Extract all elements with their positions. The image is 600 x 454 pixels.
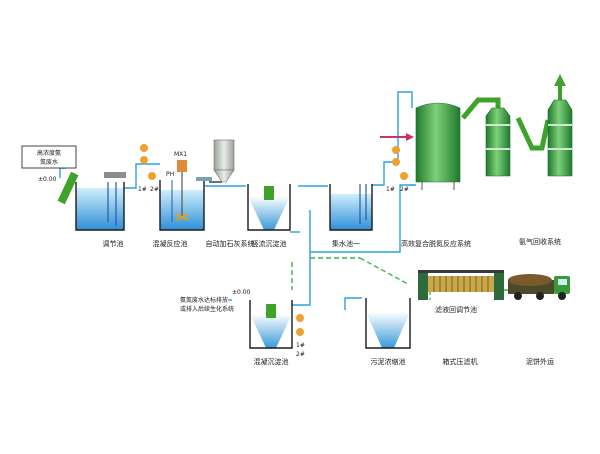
pump-icon	[400, 172, 408, 180]
label-tank3: 竖流沉淀池	[252, 239, 287, 248]
pump-icon	[140, 156, 148, 164]
collection-tank-1: 集水池一	[329, 184, 373, 248]
pump-label-1c: 1#	[296, 342, 305, 349]
inlet-arrow-icon	[380, 133, 414, 141]
input-label-line1: 高浓度氨	[37, 149, 61, 157]
gas-absorption-tower-1	[485, 107, 511, 177]
pump-icon	[296, 328, 304, 336]
truck-icon: 泥饼外运	[508, 274, 570, 366]
pump-group-2: 1# 2#	[386, 146, 409, 193]
lime-silo-icon: 自动加石灰系统	[196, 139, 255, 248]
label-tank1: 调节池	[103, 239, 124, 248]
water-pipes	[59, 91, 416, 310]
label-dosing: 自动加石灰系统	[206, 239, 255, 248]
discharge-line1: 氨氮废水达标排放	[180, 296, 228, 304]
level-marker-1: ±0.00	[38, 176, 57, 183]
regulating-tank: 调节池	[75, 172, 126, 248]
mixer-icon	[177, 160, 187, 172]
pump-label-1a: 1#	[138, 186, 147, 193]
valve-icon	[392, 146, 400, 154]
label-sludge-tank: 污泥浓缩池	[371, 357, 406, 366]
label-tank5: 混凝沉淀池	[254, 357, 289, 366]
pump-icon	[296, 314, 304, 322]
label-tank4: 集水池一	[332, 239, 360, 248]
level-marker-2: ±0.00	[232, 289, 251, 296]
screen-icon	[57, 171, 79, 205]
sludge-thickener: 污泥浓缩池	[365, 298, 411, 366]
input-label-line2: 氮废水	[40, 158, 58, 166]
label-tank2: 混凝反应池	[153, 239, 188, 248]
label-truck: 泥饼外运	[526, 357, 554, 366]
pump-group-1: 1# 2#	[138, 144, 159, 193]
label-reactor: 高效复合脱氮反应系统	[401, 239, 471, 248]
pump-label-2c: 2#	[296, 351, 305, 358]
label-gas-recovery: 氨气回收系统	[519, 237, 561, 246]
label-filter-press: 箱式压滤机	[443, 357, 478, 366]
vertical-flow-clarifier: 竖流沉淀池	[247, 184, 291, 248]
filter-press-icon: 滤液回调节池 箱式压滤机	[418, 270, 504, 366]
pump-icon	[392, 158, 400, 166]
coagulation-reaction-tank: MX1 PH 混凝反应池	[153, 151, 205, 248]
pump-label-1b: 1#	[386, 186, 395, 193]
wastewater-input-box: 高浓度氨 氮废水	[21, 145, 77, 169]
discharge-line2: 或排入后续生化系统	[180, 305, 234, 313]
denitrification-reactor: 高效复合脱氮反应系统	[401, 102, 471, 248]
pump-icon	[148, 172, 156, 180]
mixer-label: MX1	[174, 151, 187, 158]
gas-absorption-tower-2	[547, 99, 573, 177]
ph-label: PH	[166, 171, 174, 178]
pump-label-2a: 2#	[150, 186, 159, 193]
coagulation-sedimentation-tank: 混凝沉淀池	[249, 300, 293, 366]
gas-exhaust-arrow-icon	[554, 74, 566, 86]
agitator-icon	[104, 172, 126, 178]
discharge-note: 氨氮废水达标排放 或排入后续生化系统 ±0.00	[180, 289, 251, 313]
gas-pipes	[291, 82, 562, 300]
pump-group-3: 1# 2#	[296, 314, 305, 358]
label-filter-tank: 滤液回调节池	[435, 305, 477, 314]
pump-label-2b: 2#	[400, 186, 409, 193]
valve-icon	[140, 144, 148, 152]
